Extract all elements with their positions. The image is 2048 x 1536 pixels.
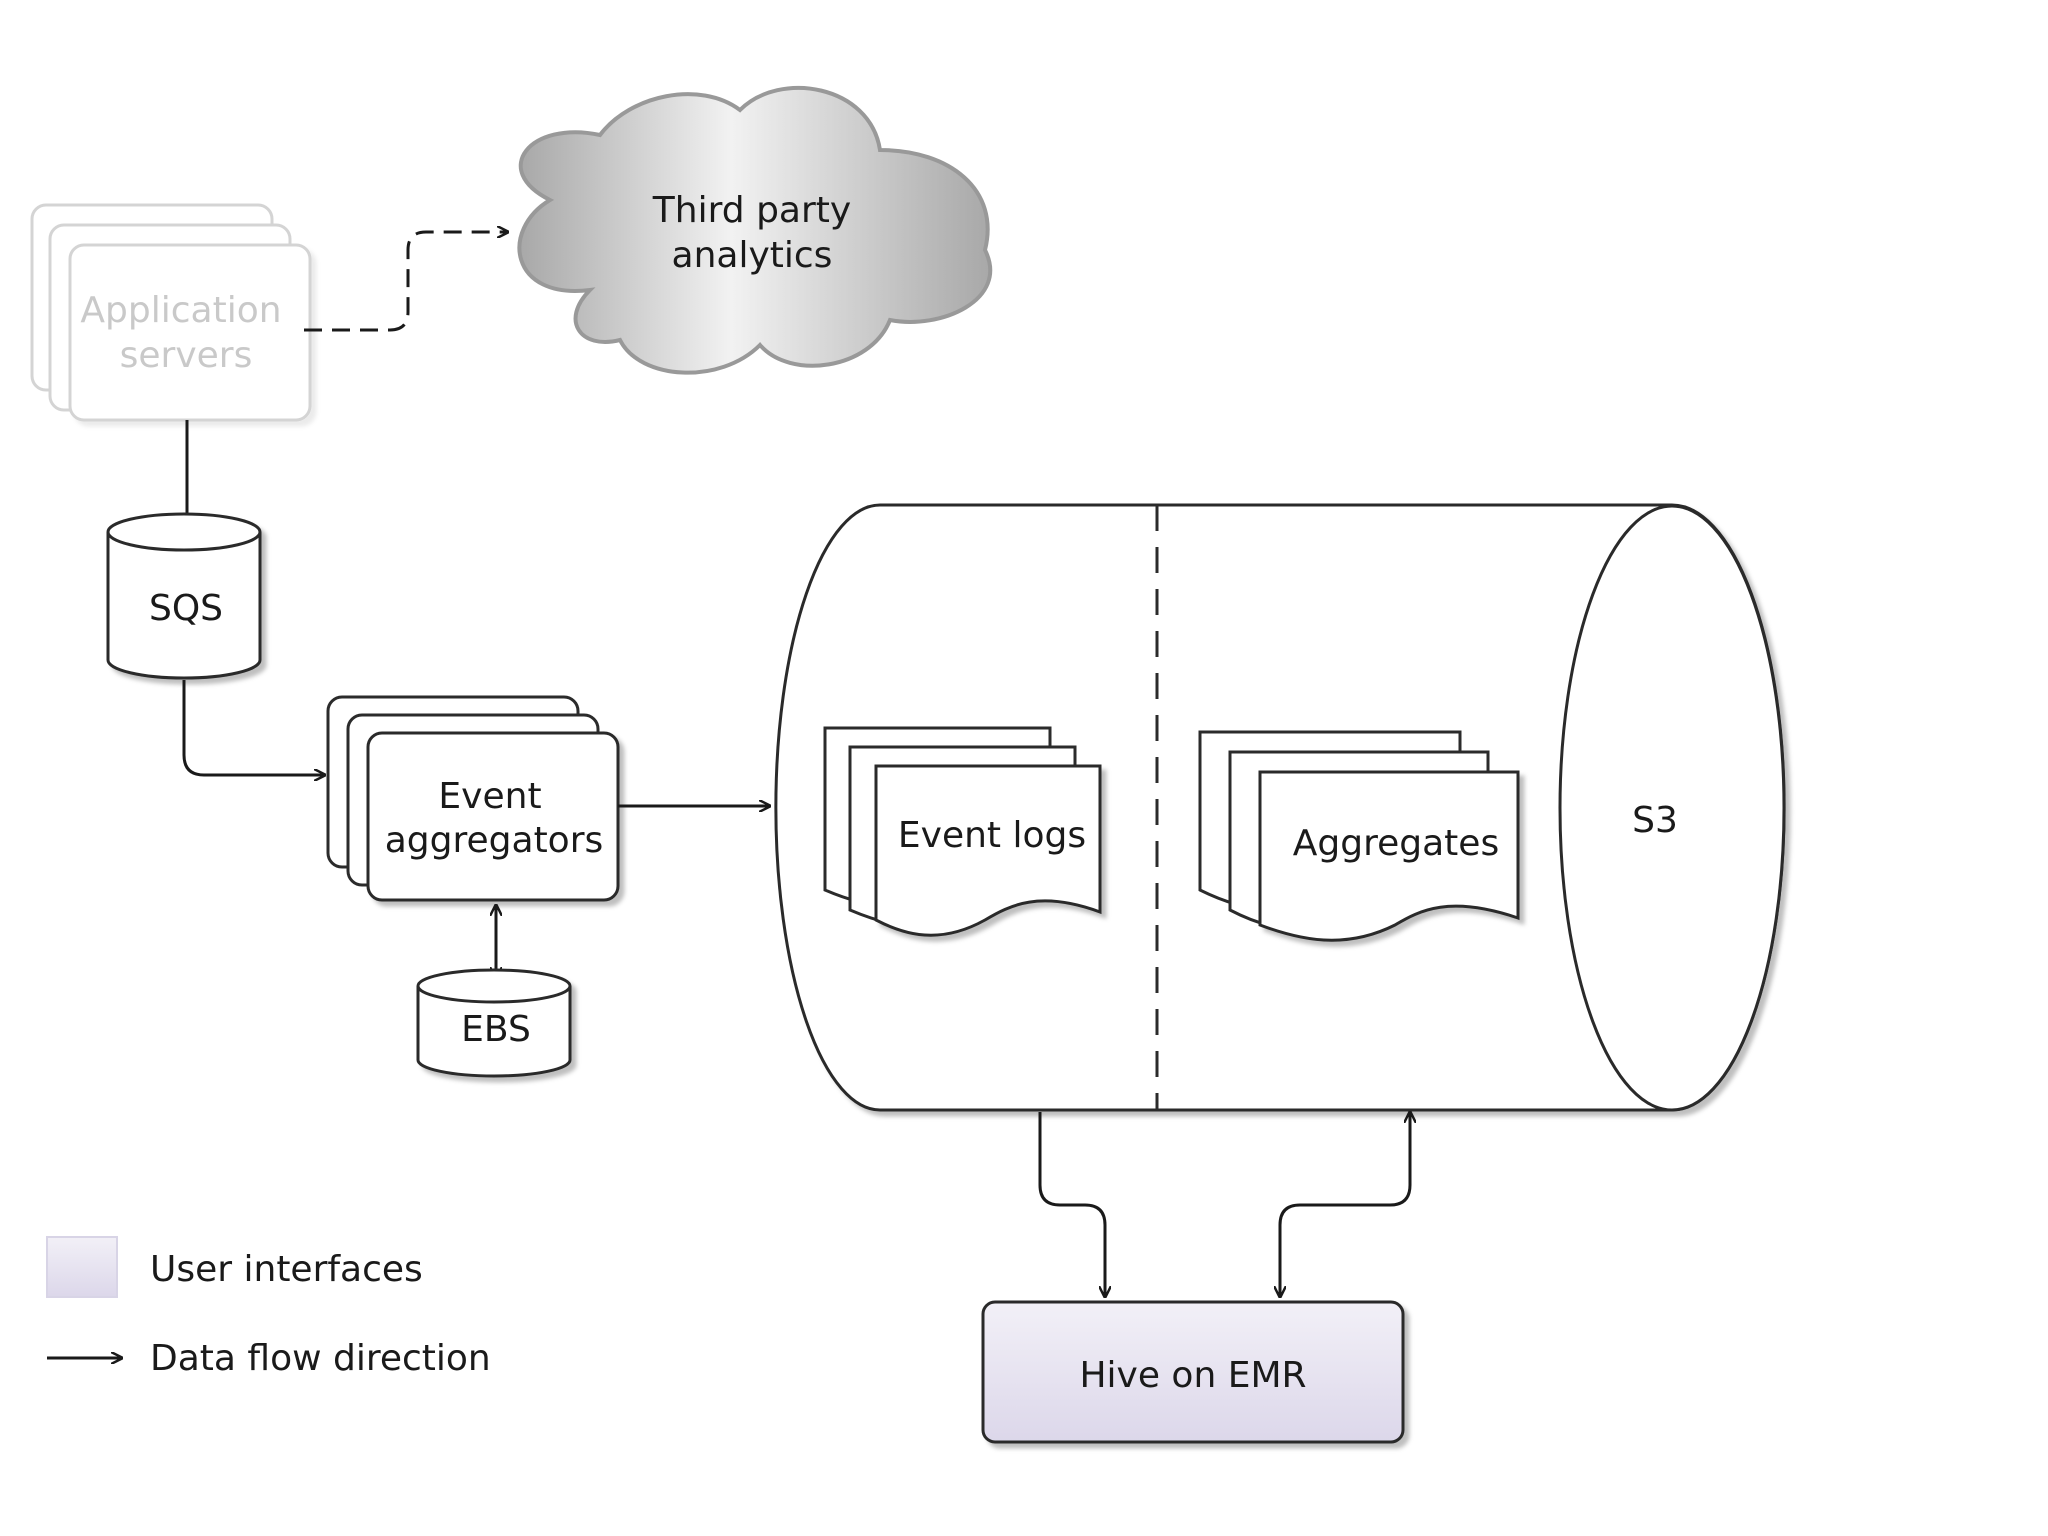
event-aggregators-label-line2: aggregators bbox=[385, 820, 604, 861]
hive-on-emr-label: Hive on EMR bbox=[1079, 1355, 1306, 1396]
hive-s3-aggregates-arrow bbox=[1280, 1112, 1410, 1297]
third-party-analytics-cloud: Third party analytics bbox=[517, 86, 993, 375]
third-party-label-line1: Third party bbox=[652, 190, 851, 231]
aggregates-node: Aggregates bbox=[1198, 730, 1520, 942]
event-aggregators-label-line1: Event bbox=[438, 776, 541, 817]
ebs-label: EBS bbox=[461, 1009, 531, 1050]
sqs-node bbox=[106, 512, 262, 680]
legend-user-interface-swatch bbox=[46, 1236, 118, 1298]
s3-to-hive-arrow bbox=[1038, 1112, 1105, 1297]
sqs-to-aggregators-arrow bbox=[182, 680, 325, 775]
application-servers-node: Application servers bbox=[30, 203, 312, 422]
aggregates-label: Aggregates bbox=[1293, 823, 1499, 864]
ebs-node bbox=[416, 968, 572, 1078]
sqs-label: SQS bbox=[149, 588, 223, 629]
event-logs-label: Event logs bbox=[898, 815, 1086, 856]
app-to-analytics-arrow bbox=[304, 232, 508, 332]
legend-data-flow-label: Data flow direction bbox=[150, 1338, 491, 1379]
s3-label: S3 bbox=[1632, 800, 1678, 841]
event-aggregators-node: Event aggregators bbox=[326, 695, 620, 902]
application-servers-label-line1: Application bbox=[80, 290, 281, 331]
application-servers-label-line2: servers bbox=[120, 335, 253, 376]
third-party-label-line2: analytics bbox=[672, 235, 833, 276]
event-logs-node: Event logs bbox=[823, 726, 1102, 937]
legend: User interfaces Data flow direction bbox=[46, 1236, 491, 1379]
legend-user-interfaces-label: User interfaces bbox=[150, 1249, 423, 1290]
hive-on-emr-node: Hive on EMR bbox=[981, 1300, 1405, 1444]
